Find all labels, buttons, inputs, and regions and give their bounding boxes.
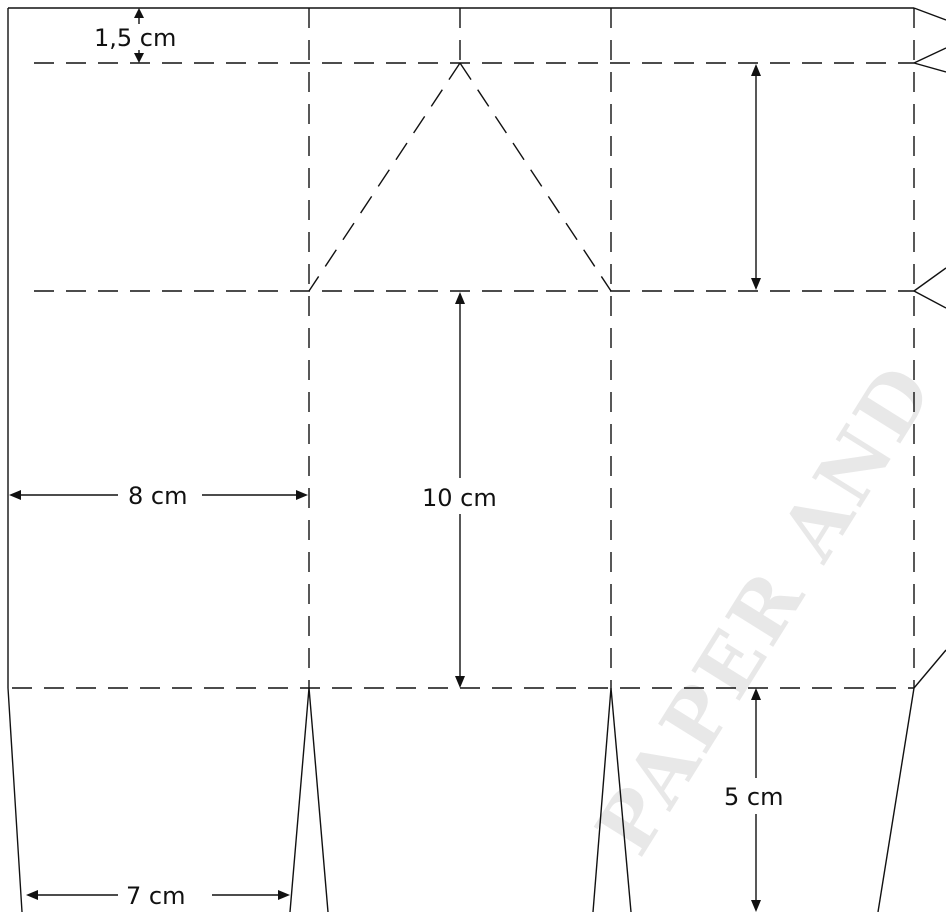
flap-2-left — [308, 687, 329, 912]
dim-label-panel-height: 10 cm — [422, 484, 497, 512]
arrow-left — [26, 890, 38, 900]
gusset-left — [308, 62, 461, 292]
dimension-flap-width: 7 cm — [26, 882, 290, 910]
dim-label-flap-height: 5 cm — [724, 783, 783, 811]
dim-label-bg — [722, 781, 792, 811]
arrow-right — [278, 890, 290, 900]
dim-label-bg — [92, 24, 186, 50]
dimension-flap-height: 5 cm — [722, 688, 792, 912]
flap-1-right — [289, 687, 310, 912]
fold-lines — [12, 8, 915, 689]
flap-left-outer — [7, 687, 23, 912]
dimension-panel-width: 8 cm — [9, 482, 308, 510]
flap-3-left — [610, 687, 632, 912]
arrow-up — [751, 64, 761, 76]
arrow-right — [296, 490, 308, 500]
arrow-down — [455, 676, 465, 688]
dim-label-panel-width: 8 cm — [128, 482, 187, 510]
dim-label-flap-width: 7 cm — [126, 882, 185, 910]
right-notch-2a — [913, 267, 946, 292]
dimension-panel-height: 10 cm — [418, 292, 506, 688]
dim-label-bg — [418, 481, 506, 511]
dim-label-top-margin: 1,5 cm — [94, 24, 176, 52]
flap-3-right — [877, 687, 915, 912]
arrow-up — [751, 688, 761, 700]
arrow-down — [751, 900, 761, 912]
dimension-top-section — [751, 64, 761, 290]
gusset-right — [459, 62, 612, 292]
flap-2-right — [592, 687, 612, 912]
right-notch-1b — [913, 62, 946, 73]
arrow-up — [455, 292, 465, 304]
arrow-left — [9, 490, 21, 500]
cut-lines — [7, 7, 946, 912]
right-notch-1a — [913, 47, 946, 64]
dimension-top-margin: 1,5 cm — [92, 8, 186, 63]
arrow-down — [134, 53, 144, 63]
arrow-down — [751, 278, 761, 290]
arrow-up — [134, 8, 144, 18]
right-lower-slant — [913, 649, 946, 689]
right-top-slant — [913, 7, 946, 21]
right-notch-2b — [913, 290, 946, 309]
